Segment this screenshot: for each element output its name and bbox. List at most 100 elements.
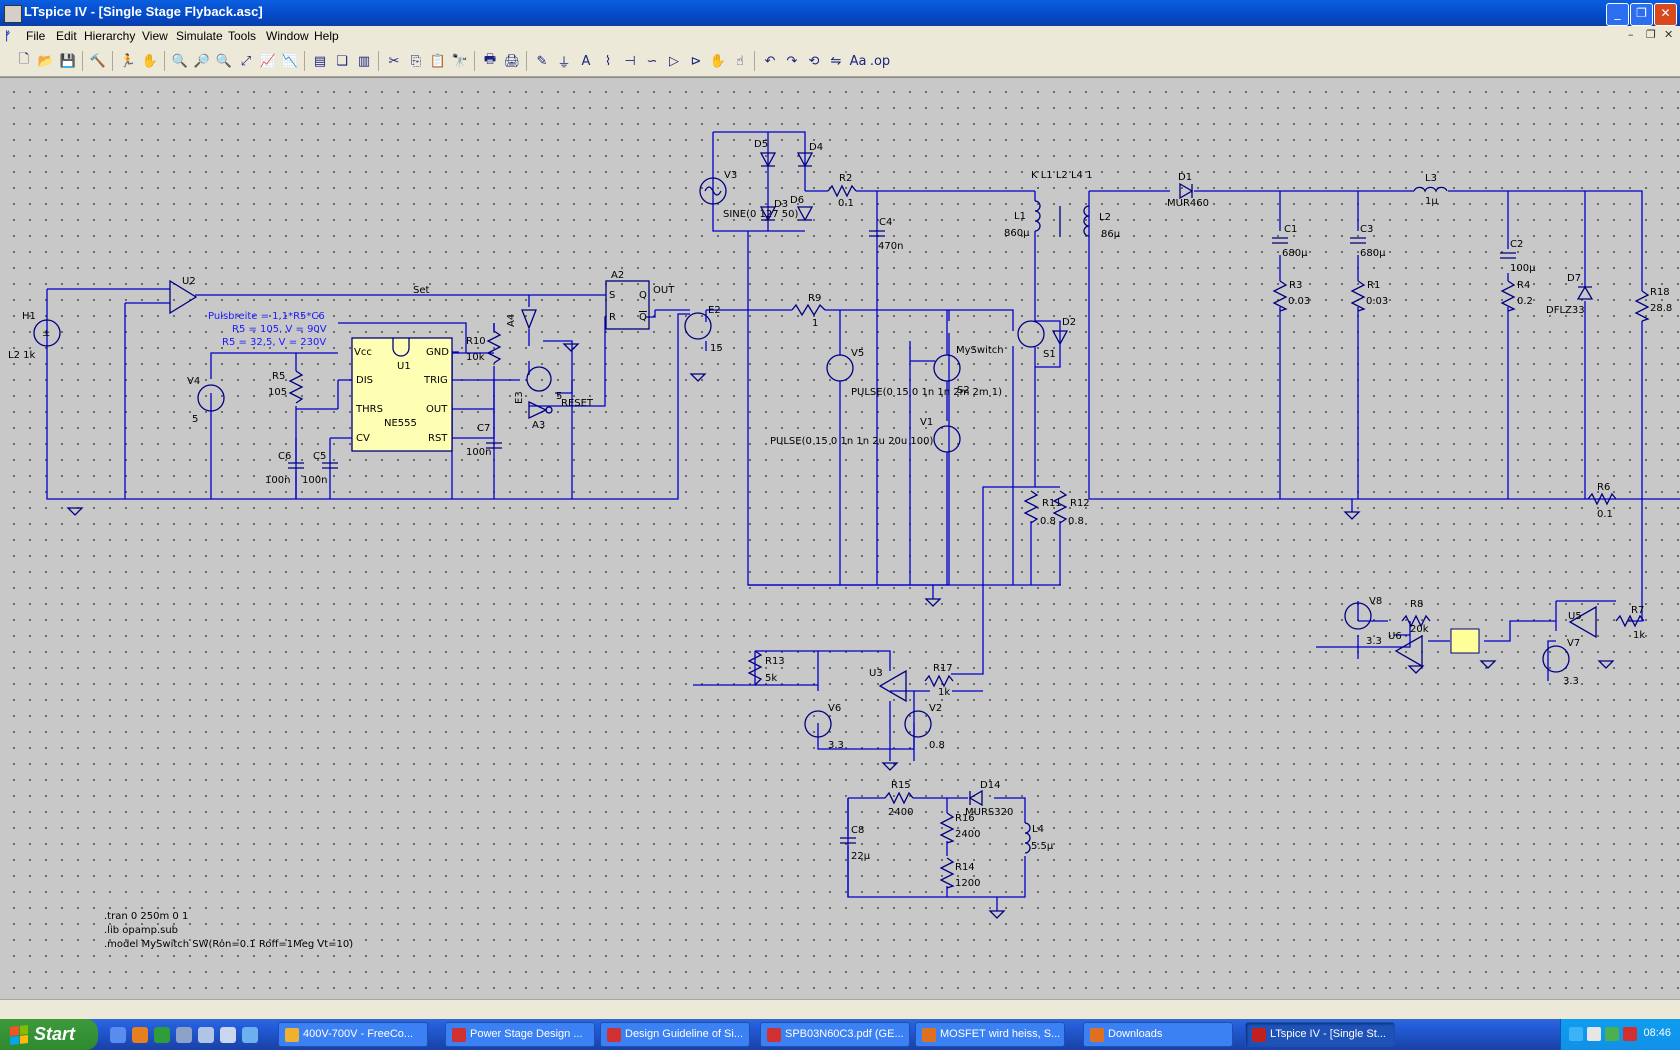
tile-horizontal-glyph: ▤ (313, 53, 327, 69)
zoom-in-icon[interactable]: 🔍 (170, 51, 190, 71)
cut-glyph: ✂ (388, 53, 400, 69)
undo-icon[interactable]: ↶ (760, 51, 780, 71)
svg-text:860µ: 860µ (1004, 228, 1030, 239)
taskbar-button[interactable]: Design Guideline of Si... (600, 1022, 750, 1047)
mdi-restore-button[interactable]: ❐ (1646, 28, 1656, 41)
diode-icon[interactable]: ▷ (664, 51, 684, 71)
inductor-icon[interactable]: ∽ (642, 51, 662, 71)
paste-icon[interactable]: 📋 (428, 51, 448, 71)
optocoupler (1450, 628, 1480, 654)
ltspice-app-icon[interactable] (4, 5, 22, 23)
save-icon[interactable]: 💾 (58, 51, 78, 71)
tile-horizontal-icon[interactable]: ▤ (310, 51, 330, 71)
taskbar-button[interactable]: 400V-700V - FreeCo... (278, 1022, 428, 1047)
show-desktop-icon[interactable] (110, 1027, 126, 1043)
text-icon[interactable]: Aa (848, 51, 868, 71)
mdi-close-button[interactable]: ✕ (1664, 28, 1674, 41)
schematic-drawing[interactable]: ± H1 L2 1k U2 Set Pulsbreite = 1,1*R5*C6… (0, 78, 1680, 1000)
resistor-icon[interactable]: ⌇ (598, 51, 618, 71)
taskbar-button[interactable]: Downloads (1083, 1022, 1233, 1047)
app-quicklaunch-icon[interactable] (154, 1027, 170, 1043)
svg-text:V2: V2 (929, 703, 942, 714)
svg-text:U5: U5 (1568, 611, 1582, 622)
print-setup-icon[interactable]: 🖶 (480, 51, 500, 71)
c3-capacitor: C3 680µ (1350, 224, 1386, 259)
tray-usb-icon[interactable] (1587, 1027, 1601, 1041)
minimize-button[interactable]: _ (1606, 3, 1629, 26)
delete-traces-icon[interactable]: 📉 (280, 51, 300, 71)
restore-button[interactable]: ❐ (1630, 3, 1653, 26)
task-label: Downloads (1108, 1028, 1163, 1040)
taskbar-button[interactable]: Power Stage Design ... (445, 1022, 595, 1047)
open-icon[interactable]: 📂 (36, 51, 56, 71)
globe-quicklaunch-icon[interactable] (242, 1027, 258, 1043)
clock: 08:46 (1643, 1027, 1671, 1039)
print-icon[interactable]: 🖨 (502, 51, 522, 71)
cut-icon[interactable]: ✂ (384, 51, 404, 71)
ground-icon[interactable]: ⏚ (554, 51, 574, 71)
menu-edit[interactable]: Edit (56, 29, 77, 43)
tray-shield-icon[interactable] (1623, 1027, 1637, 1041)
mirror-icon[interactable]: ⇋ (826, 51, 846, 71)
run-icon[interactable]: 🏃 (118, 51, 138, 71)
svg-text:C2: C2 (1510, 239, 1523, 250)
r10-resistor: R10 10k (466, 323, 502, 364)
svg-text:R17: R17 (933, 663, 953, 674)
menu-hierarchy[interactable]: Hierarchy (84, 29, 136, 43)
coupling-directive: K L1 L2 L4 1 (1031, 170, 1092, 181)
tray-app-icon[interactable] (1605, 1027, 1619, 1041)
control-panel-icon[interactable]: 🔨 (88, 51, 108, 71)
mdi-child-icon[interactable]: ᚠ (4, 29, 12, 43)
firefox-icon[interactable] (132, 1027, 148, 1043)
drag-icon[interactable]: ☝ (730, 51, 750, 71)
menu-simulate[interactable]: Simulate (176, 29, 223, 43)
pulsbreite-comment-3: R5 = 32,5, V = 230V (222, 337, 326, 348)
label-net-icon[interactable]: A (576, 51, 596, 71)
zoom-back-icon[interactable]: 🔎 (192, 51, 212, 71)
spice-directive-icon[interactable]: .op (870, 51, 890, 71)
pan-icon[interactable]: ✋ (140, 51, 160, 71)
taskbar-button[interactable]: MOSFET wird heiss, S... (915, 1022, 1065, 1047)
tray-network-icon[interactable] (1569, 1027, 1583, 1041)
find-icon[interactable]: 🔭 (450, 51, 470, 71)
zoom-fit-icon[interactable]: ⤢ (236, 51, 256, 71)
cascade-icon[interactable]: ❏ (332, 51, 352, 71)
svg-text:0.03: 0.03 (1288, 296, 1310, 307)
svg-text:R2: R2 (839, 173, 852, 184)
menu-tools[interactable]: Tools (228, 29, 257, 43)
svg-text:H1: H1 (22, 311, 36, 322)
close-button[interactable]: ✕ (1654, 3, 1677, 26)
box-quicklaunch-icon[interactable] (220, 1027, 236, 1043)
schematic-canvas[interactable]: ± H1 L2 1k U2 Set Pulsbreite = 1,1*R5*C6… (0, 77, 1680, 1000)
component-icon[interactable]: ⊳ (686, 51, 706, 71)
spice-directive-model: .model MySwitch SW(Ron=0.1 Roff=1Meg Vt=… (104, 939, 353, 950)
menu-window[interactable]: Window (266, 29, 309, 43)
start-button[interactable]: Start (0, 1019, 98, 1050)
svg-text:R10: R10 (466, 336, 486, 347)
zoom-out-icon[interactable]: 🔍 (214, 51, 234, 71)
svg-text:0.8: 0.8 (1040, 516, 1056, 527)
svg-text:TRIG: TRIG (423, 375, 448, 386)
autorange-icon[interactable]: 📈 (258, 51, 278, 71)
taskbar-button[interactable]: LTspice IV - [Single St... (1245, 1022, 1395, 1047)
menu-file[interactable]: File (26, 29, 46, 43)
copy-icon[interactable]: ⎘ (406, 51, 426, 71)
tool-quicklaunch-icon[interactable] (176, 1027, 192, 1043)
toolbar-separator (754, 51, 755, 71)
network-quicklaunch-icon[interactable] (198, 1027, 214, 1043)
svg-text:C3: C3 (1360, 224, 1373, 235)
svg-text:R12: R12 (1070, 498, 1090, 509)
rotate-icon[interactable]: ⟲ (804, 51, 824, 71)
mdi-minimize-button[interactable]: – (1628, 28, 1634, 41)
move-icon[interactable]: ✋ (708, 51, 728, 71)
tile-vertical-icon[interactable]: ▥ (354, 51, 374, 71)
svg-text:C4: C4 (879, 217, 892, 228)
capacitor-icon[interactable]: ⊣ (620, 51, 640, 71)
redo-icon[interactable]: ↷ (782, 51, 802, 71)
menu-view[interactable]: View (142, 29, 168, 43)
new-schematic-icon[interactable]: 🗋 (14, 51, 34, 71)
taskbar-button[interactable]: SPB03N60C3.pdf (GE... (760, 1022, 910, 1047)
svg-text:R13: R13 (765, 656, 785, 667)
menu-help[interactable]: Help (314, 29, 339, 43)
wire-icon[interactable]: ✎ (532, 51, 552, 71)
